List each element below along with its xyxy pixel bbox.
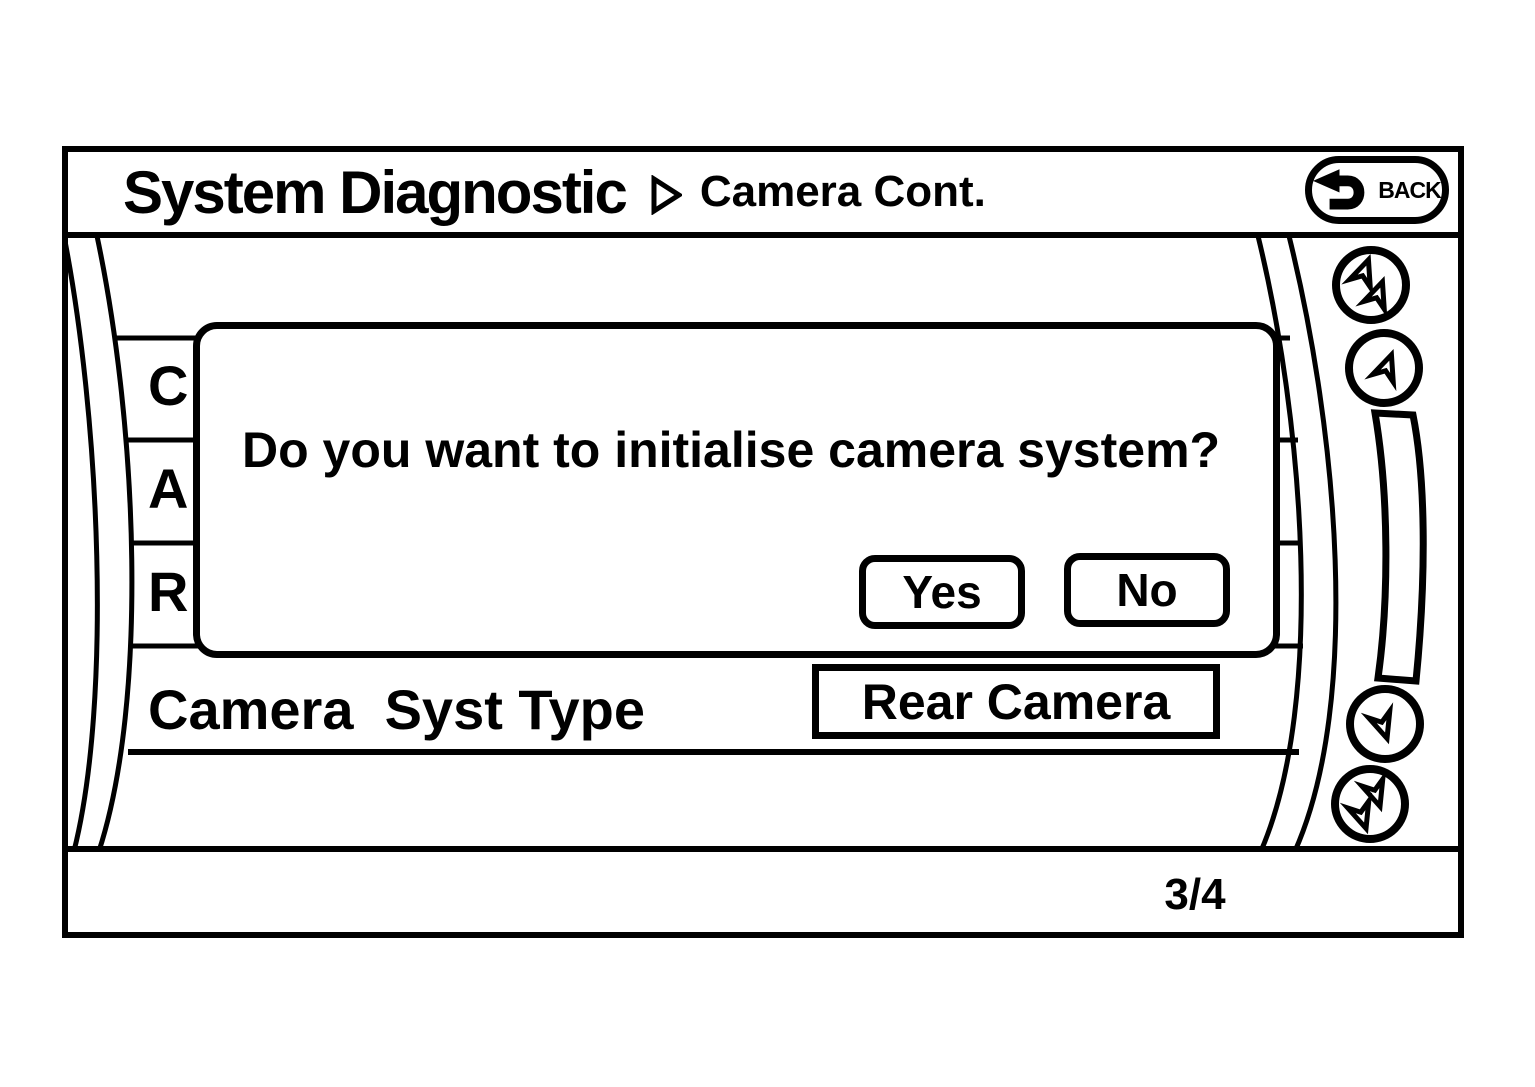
- page-title: System Diagnostic: [123, 158, 628, 226]
- no-button[interactable]: No: [1064, 553, 1230, 627]
- scroll-up-icon: [1364, 348, 1397, 392]
- left-outer-curve: [62, 235, 100, 852]
- page-up-icon: [1341, 253, 1388, 319]
- yes-button[interactable]: Yes: [859, 555, 1025, 629]
- back-button-label: BACK: [1378, 176, 1441, 203]
- bottom-bar: [62, 846, 1464, 938]
- scroll-down-icon: [1360, 702, 1394, 745]
- back-button[interactable]: BACK: [1305, 156, 1449, 224]
- page-down-icon: [1339, 770, 1387, 835]
- page-up-button[interactable]: [1332, 246, 1410, 324]
- breadcrumb-arrow-icon: [651, 175, 682, 215]
- clipped-list-row-label: A: [148, 457, 189, 520]
- clipped-list-row-label: C: [148, 354, 189, 417]
- scroll-down-button[interactable]: [1346, 685, 1424, 763]
- right-inner-curve: [1255, 235, 1304, 852]
- back-arrow-icon: [1313, 169, 1365, 210]
- camera-syst-type-label: Camera Syst Type: [148, 678, 645, 741]
- left-inner-curve: [94, 235, 135, 852]
- page-indicator: 3/4: [1164, 870, 1226, 919]
- clipped-list-row-label: R: [148, 560, 189, 623]
- scroll-up-button[interactable]: [1345, 329, 1423, 407]
- dialog-message: Do you want to initialise camera system?: [242, 422, 1221, 478]
- rear-camera-value-label: Rear Camera: [861, 673, 1171, 730]
- rear-camera-value-button[interactable]: Rear Camera: [812, 664, 1220, 739]
- title-bar: System Diagnostic Camera Cont.: [62, 146, 1464, 238]
- right-outer-curve: [1286, 235, 1339, 853]
- confirmation-dialog: Do you want to initialise camera system?…: [193, 322, 1280, 658]
- page-subtitle: Camera Cont.: [699, 167, 986, 216]
- scrollbar-thumb[interactable]: [1370, 409, 1427, 685]
- page-down-button[interactable]: [1331, 765, 1409, 843]
